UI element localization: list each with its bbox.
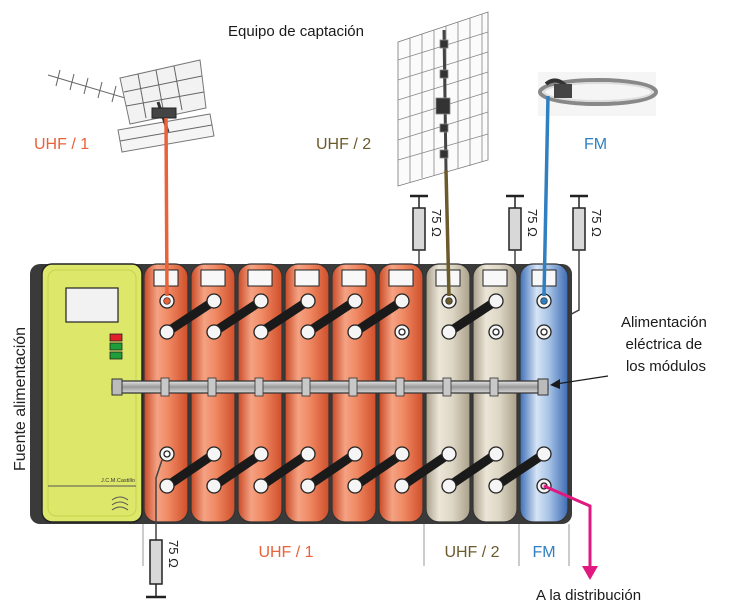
group-separators (142, 524, 570, 566)
led-red-icon (109, 333, 123, 342)
power-supply-label: Fuente alimentación (12, 327, 29, 471)
bottom-label-fm: FM (532, 544, 555, 561)
uhf1-antenna-icon (47, 59, 215, 153)
diagram-title: Equipo de captación (228, 23, 364, 40)
power-supply-display (65, 287, 119, 323)
uhf2-antenna-icon (397, 11, 489, 187)
output-label: A la distribución (536, 587, 641, 604)
power-supply-brand: J.C.M.Castillo (101, 478, 135, 484)
uhf2-antenna-label: UHF / 2 (316, 136, 371, 153)
uhf1-antenna-label: UHF / 1 (34, 136, 89, 153)
annotation-line-3: los módulos (626, 358, 706, 375)
resistor-label: 75 Ω (166, 540, 181, 568)
output-arrow (543, 484, 598, 580)
fm-antenna-icon (538, 72, 658, 116)
fm-cable-end (541, 298, 547, 304)
resistor-label: 75 Ω (429, 209, 444, 237)
annotation-line-2: eléctrica de (626, 336, 703, 353)
fm-antenna-label: FM (584, 136, 607, 153)
led-green-icon (109, 351, 123, 360)
uhf2-cable-end (446, 298, 452, 304)
brand-logo-icon (111, 496, 129, 511)
power-bus-bar (111, 377, 549, 397)
bottom-bridge-cables (162, 449, 549, 491)
uhf1-cable-end (164, 298, 170, 304)
bottom-label-uhf2: UHF / 2 (444, 544, 499, 561)
resistor-bottom: 75 Ω (146, 459, 181, 599)
uhf1-downlead-cable (164, 117, 169, 297)
top-bridge-cables (162, 296, 501, 337)
bottom-label-uhf1: UHF / 1 (258, 544, 313, 561)
annotation-pointer (550, 375, 609, 389)
fm-downlead-cable (542, 95, 550, 297)
uhf2-downlead-cable (444, 169, 451, 297)
resistor-label: 75 Ω (525, 209, 540, 237)
power-supply-unit: J.C.M.Castillo (41, 263, 143, 523)
led-green-icon (109, 342, 123, 351)
resistor-label: 75 Ω (589, 209, 604, 237)
annotation-line-1: Alimentación (621, 314, 707, 331)
power-feed-annotation: Alimentación eléctrica de los módulos (621, 314, 711, 375)
